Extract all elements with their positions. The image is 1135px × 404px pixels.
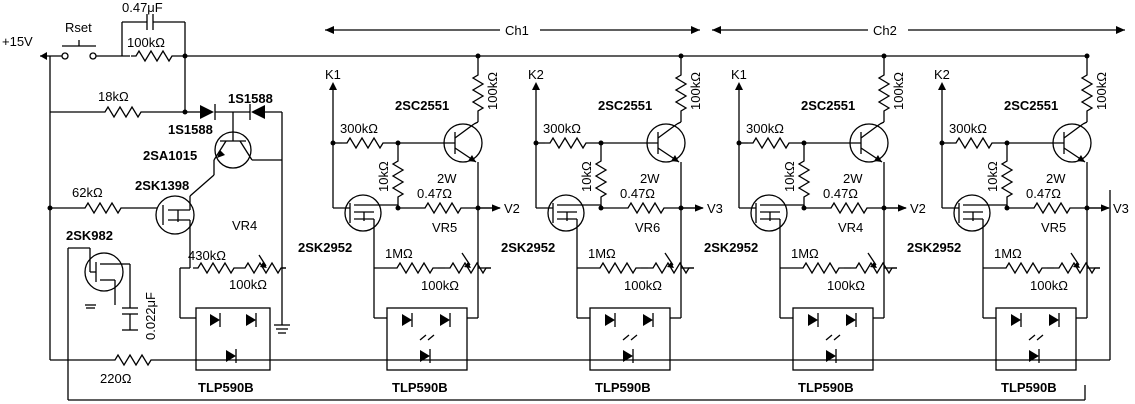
npn-label: 2SC2551 — [1004, 98, 1058, 113]
base-resistor-label: 300kΩ — [949, 121, 987, 136]
opto-label-input: TLP590B — [198, 380, 254, 395]
r-18k-label: 18kΩ — [98, 89, 129, 104]
r-10k-label: 10kΩ — [985, 161, 1000, 192]
base-resistor-label: 300kΩ — [543, 121, 581, 136]
mosfet-label: 2SK2952 — [704, 240, 758, 255]
ch1-label: Ch1 — [505, 23, 529, 38]
ch2-label: Ch2 — [873, 23, 897, 38]
power-label: 2W — [843, 171, 863, 186]
r-100k-label: 100kΩ — [827, 278, 865, 293]
r-430k-label: 430kΩ — [188, 248, 226, 263]
jfet-label: 2SK1398 — [135, 178, 189, 193]
stage-2: 100kΩ K2 2SC2551 300kΩ 10kΩ 2W0.47Ω V3 2SK2952 V… — [501, 53, 723, 395]
output-label: V2 — [504, 201, 520, 216]
opto-label: TLP590B — [595, 380, 651, 395]
npn-label: 2SC2551 — [801, 98, 855, 113]
r-100k-label: 100kΩ — [1030, 278, 1068, 293]
supply-label: +15V — [2, 34, 33, 49]
cap-label-top: 0.47μF — [122, 0, 163, 15]
r-220-label: 220Ω — [100, 371, 132, 386]
cap-small-label: 0.022μF — [143, 292, 158, 340]
output-label: V2 — [910, 201, 926, 216]
k-terminal-label: K2 — [934, 67, 950, 82]
collector-resistor-label: 100kΩ — [891, 72, 906, 110]
fet-left-label: 2SK982 — [66, 228, 113, 243]
base-resistor-label: 300kΩ — [746, 121, 784, 136]
power-label: 2W — [640, 171, 660, 186]
r-vr-label: 100kΩ — [229, 277, 267, 292]
k-terminal-label: K1 — [731, 67, 747, 82]
npn-label: 2SC2551 — [598, 98, 652, 113]
r-62k-label: 62kΩ — [72, 185, 103, 200]
vr-label: VR5 — [432, 220, 457, 235]
collector-resistor-label: 100kΩ — [485, 72, 500, 110]
stage-4: 100kΩ K2 2SC2551 300kΩ 10kΩ 2W0.47Ω V3 2SK2952 V… — [907, 53, 1129, 395]
sense-resistor-label: 0.47Ω — [620, 186, 655, 201]
vr-label: VR4 — [838, 220, 863, 235]
r-100k-label: 100kΩ — [624, 278, 662, 293]
sense-resistor-label: 0.47Ω — [823, 186, 858, 201]
r-1m-label: 1MΩ — [588, 246, 616, 261]
collector-resistor-label: 100kΩ — [688, 72, 703, 110]
r-top-label: 100kΩ — [127, 35, 165, 50]
mosfet-label: 2SK2952 — [907, 240, 961, 255]
r-1m-label: 1MΩ — [385, 246, 413, 261]
k-terminal-label: K1 — [325, 67, 341, 82]
vr-label: VR6 — [635, 220, 660, 235]
collector-resistor-label: 100kΩ — [1094, 72, 1109, 110]
r-100k-label: 100kΩ — [421, 278, 459, 293]
opto-label: TLP590B — [1001, 380, 1057, 395]
opto-label: TLP590B — [392, 380, 448, 395]
r-1m-label: 1MΩ — [994, 246, 1022, 261]
supply-section: +15V Rset 0.47μF 100kΩ Ch1 Ch2 — [2, 0, 1125, 62]
output-label: V3 — [1113, 201, 1129, 216]
r-10k-label: 10kΩ — [579, 161, 594, 192]
power-label: 2W — [437, 171, 457, 186]
r-10k-label: 10kΩ — [782, 161, 797, 192]
sense-resistor-label: 0.47Ω — [1026, 186, 1061, 201]
sense-resistor-label: 0.47Ω — [417, 186, 452, 201]
opto-label: TLP590B — [798, 380, 854, 395]
diode-b-label: 1S1588 — [168, 122, 213, 137]
pnp-label: 2SA1015 — [143, 148, 197, 163]
input-section: 18kΩ 1S1588 1S1588 2SA1015 62kΩ — [47, 56, 1111, 401]
mosfet-label: 2SK2952 — [298, 240, 352, 255]
stage-3: 100kΩ K1 2SC2551 300kΩ 10kΩ 2W0.47Ω V2 2SK2952 V… — [704, 53, 926, 395]
stage-1: 100kΩ K1 2SC2551 300kΩ 10kΩ 2W0.47Ω V2 2SK2952 V… — [298, 53, 520, 395]
vr-label-input: VR4 — [232, 218, 257, 233]
k-terminal-label: K2 — [528, 67, 544, 82]
base-resistor-label: 300kΩ — [340, 121, 378, 136]
output-label: V3 — [707, 201, 723, 216]
diode-a-label: 1S1588 — [228, 91, 273, 106]
power-label: 2W — [1046, 171, 1066, 186]
npn-label: 2SC2551 — [395, 98, 449, 113]
r-10k-label: 10kΩ — [376, 161, 391, 192]
r-1m-label: 1MΩ — [791, 246, 819, 261]
vr-label: VR5 — [1041, 220, 1066, 235]
mosfet-label: 2SK2952 — [501, 240, 555, 255]
switch-label: Rset — [65, 20, 92, 35]
